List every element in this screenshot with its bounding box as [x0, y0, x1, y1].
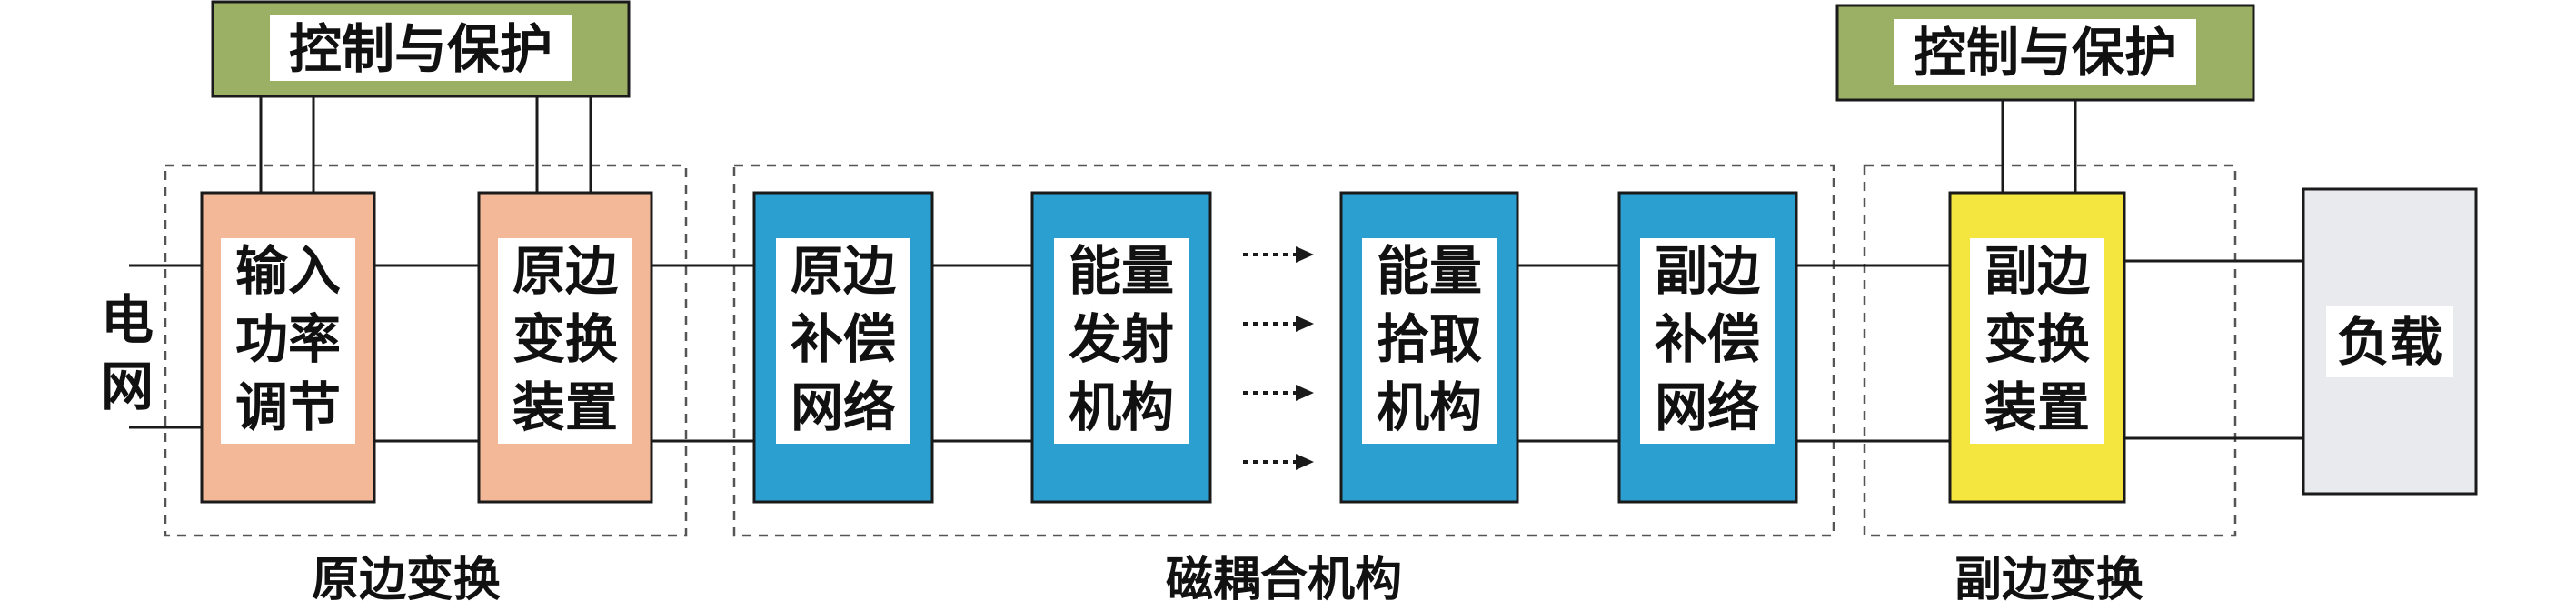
secondary-group-caption: 副边变换: [1954, 553, 2143, 607]
load-label: 负载: [2337, 311, 2442, 373]
control-label: 控制与保护: [1914, 22, 2177, 84]
block-label-line: 网络: [1655, 376, 1760, 438]
block-label-line: 机构: [1377, 376, 1482, 438]
block-label-line: 拾取: [1377, 308, 1482, 370]
block-label-line: 装置: [1984, 376, 2090, 438]
energy-transmitter-block: 能量 发射 机构: [1030, 191, 1212, 504]
grid-char: 网: [101, 356, 154, 417]
block-label-line: 发射: [1069, 308, 1174, 370]
primary-group-caption: 原边变换: [312, 553, 501, 607]
block-label-line: 补偿: [791, 308, 896, 370]
grid-label: 电 网: [101, 289, 154, 417]
secondary-converter-block: 副边 变换 装置: [1948, 191, 2126, 504]
block-label-line: 副边: [1655, 240, 1760, 302]
magnetic-group-outline: [732, 164, 1835, 537]
input-power-regulation-block: 输入 功率 调节: [200, 191, 376, 504]
block-label-line: 能量: [1377, 240, 1482, 302]
primary-group-outline: [164, 164, 688, 537]
primary-compensation-block: 原边 补偿 网络: [752, 191, 934, 504]
block-label-line: 装置: [512, 376, 618, 438]
block-label-line: 补偿: [1655, 308, 1760, 370]
energy-pickup-block: 能量 拾取 机构: [1339, 191, 1519, 504]
control-protection-left: 控制与保护: [211, 0, 631, 98]
control-protection-right: 控制与保护: [1835, 4, 2255, 102]
block-label-line: 网络: [791, 376, 896, 438]
arrowhead-icon: [1296, 246, 1314, 263]
secondary-group-outline: [1863, 164, 2237, 537]
block-label-line: 机构: [1069, 376, 1174, 438]
block-label-line: 副边: [1984, 240, 2090, 302]
block-label-line: 功率: [235, 308, 341, 370]
block-label-line: 输入: [235, 240, 341, 302]
block-label-line: 原边: [512, 240, 618, 302]
grid-char: 电: [101, 289, 154, 351]
load-block: 负载: [2302, 187, 2478, 496]
block-label-line: 变换: [512, 308, 618, 370]
magnetic-group-caption: 磁耦合机构: [1166, 553, 1402, 607]
block-label-line: 原边: [791, 240, 896, 302]
arrowhead-icon: [1296, 454, 1314, 470]
wireless-transfer-arrows: [1243, 246, 1314, 470]
control-label: 控制与保护: [289, 18, 552, 80]
arrowhead-icon: [1296, 385, 1314, 401]
primary-converter-block: 原边 变换 装置: [477, 191, 653, 504]
secondary-compensation-block: 副边 补偿 网络: [1617, 191, 1798, 504]
arrowhead-icon: [1296, 316, 1314, 332]
block-label-line: 变换: [1984, 308, 2090, 370]
block-label-line: 能量: [1069, 240, 1174, 302]
block-label-line: 调节: [235, 376, 341, 438]
